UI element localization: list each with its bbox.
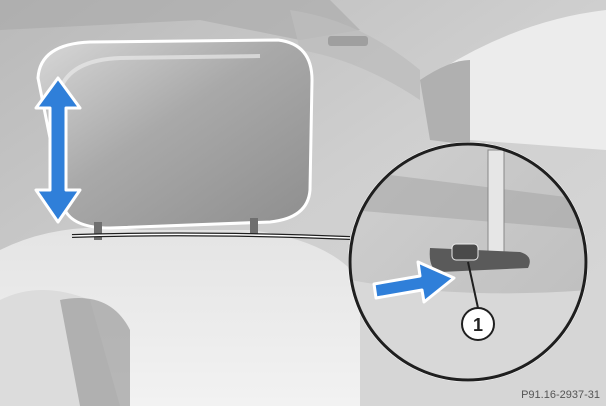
vent-slot xyxy=(328,36,368,46)
headrest xyxy=(38,40,312,240)
zoom-headrest-post xyxy=(488,150,504,260)
release-button xyxy=(452,244,478,260)
callout-number: 1 xyxy=(473,315,483,335)
image-code: P91.16-2937-31 xyxy=(521,389,600,401)
